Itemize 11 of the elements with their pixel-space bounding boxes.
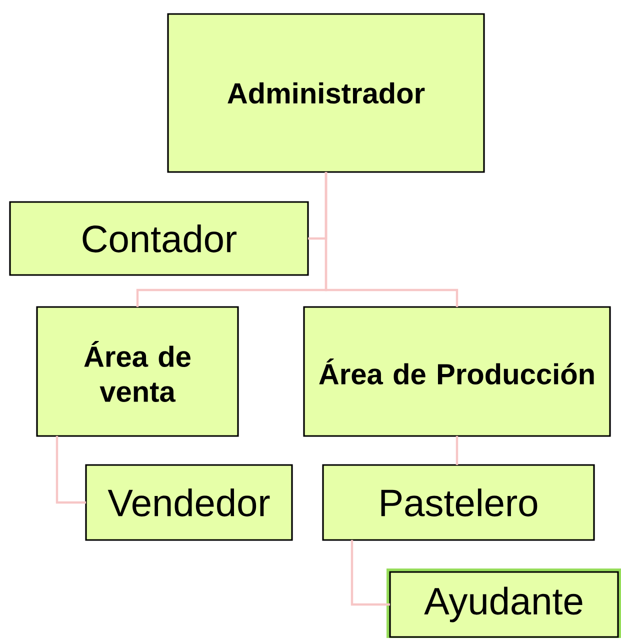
org-box: Contador — [9, 201, 309, 276]
org-box: Área de Producción — [303, 306, 611, 437]
org-box: Vendedor — [85, 464, 293, 541]
org-box: Pastelero — [322, 464, 595, 541]
connector-line — [56, 436, 86, 504]
org-box: Administrador — [167, 13, 485, 173]
connector-line — [350, 540, 390, 606]
connector-line — [324, 172, 458, 307]
org-box: Ayudante — [389, 571, 619, 638]
org-box: Área de venta — [36, 306, 239, 437]
connector-line — [456, 436, 458, 465]
